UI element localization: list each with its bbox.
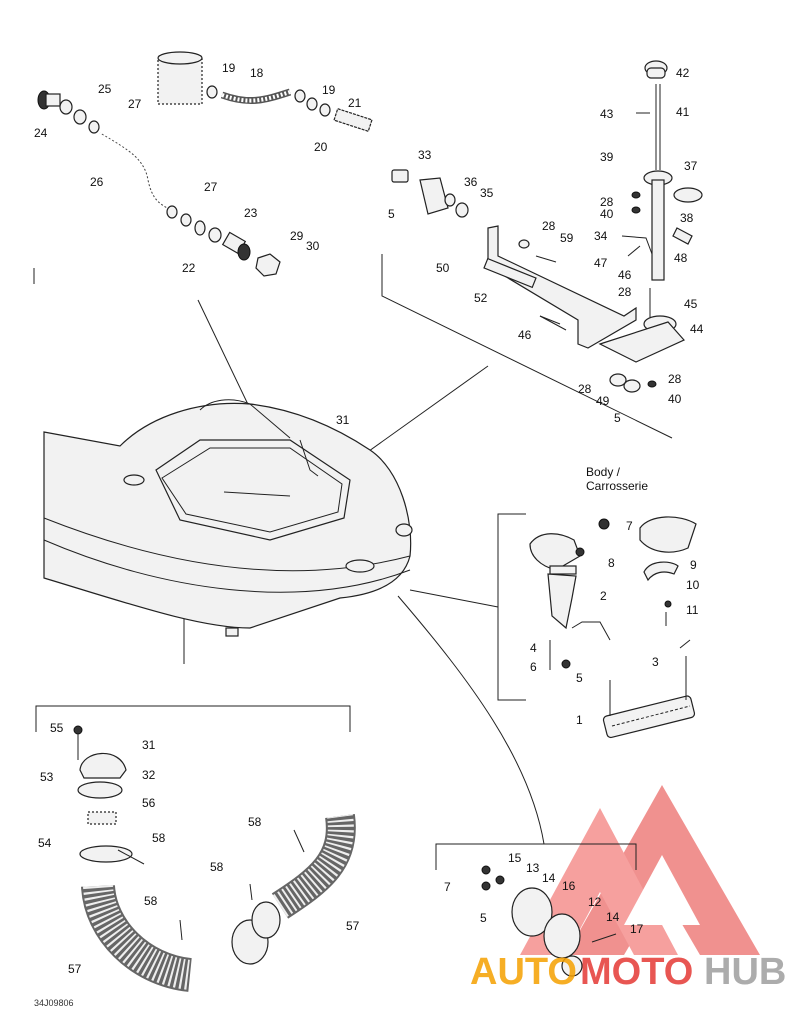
callout-28: 28 [668, 372, 682, 386]
callout-11: 11 [686, 603, 699, 617]
callout-5: 5 [614, 411, 621, 425]
callout-58: 58 [210, 860, 224, 874]
leader-lines [33, 254, 673, 870]
callout-29: 29 [290, 229, 304, 243]
body-heading-line2: Carrosserie [586, 479, 648, 493]
callout-13: 13 [526, 861, 540, 875]
callout-36: 36 [464, 175, 478, 189]
callout-30: 30 [306, 239, 320, 253]
callout-10: 10 [686, 578, 700, 592]
callout-16: 16 [562, 879, 576, 893]
callout-5: 5 [388, 207, 395, 221]
vent-hose-assembly [73, 725, 356, 992]
callout-9: 9 [690, 558, 697, 572]
callout-47: 47 [594, 256, 608, 270]
callout-46: 46 [518, 328, 532, 342]
callout-34: 34 [594, 229, 608, 243]
body-grab-handle-assembly [529, 516, 697, 739]
callout-44: 44 [690, 322, 704, 336]
callout-52: 52 [474, 291, 488, 305]
callout-31: 31 [142, 738, 156, 752]
watermark-text: AUTO MOTO HUB [470, 951, 786, 993]
watermark-auto: AUTO [470, 951, 577, 993]
callout-28: 28 [542, 219, 556, 233]
callout-27: 27 [128, 97, 142, 111]
callout-32: 32 [142, 768, 156, 782]
callout-38: 38 [680, 211, 694, 225]
watermark-moto: MOTO [580, 951, 693, 993]
callout-49: 49 [596, 394, 610, 408]
callout-5: 5 [480, 911, 487, 925]
callout-14: 14 [606, 910, 620, 924]
callout-58: 58 [152, 831, 166, 845]
callout-45: 45 [684, 297, 698, 311]
callout-2: 2 [600, 589, 607, 603]
callout-27: 27 [204, 180, 218, 194]
callout-7: 7 [626, 519, 633, 533]
body-heading-line1: Body / [586, 465, 621, 479]
watermark-hub: HUB [704, 951, 786, 993]
callout-24: 24 [34, 126, 48, 140]
callout-54: 54 [38, 836, 52, 850]
steering-bracket-assembly [391, 60, 703, 393]
callout-28: 28 [618, 285, 632, 299]
callout-28: 28 [600, 195, 614, 209]
callout-57: 57 [68, 962, 82, 976]
callout-28: 28 [578, 382, 592, 396]
callout-53: 53 [40, 770, 54, 784]
inlet-grate-assembly [481, 865, 617, 977]
callout-labels: 25 24 27 26 19 18 19 21 20 27 23 22 29 3… [34, 61, 704, 1008]
callout-21: 21 [348, 96, 362, 110]
callout-20: 20 [314, 140, 328, 154]
callout-25: 25 [98, 82, 112, 96]
callout-26: 26 [90, 175, 104, 189]
callout-23: 23 [244, 206, 258, 220]
callout-19: 19 [322, 83, 336, 97]
callout-40: 40 [600, 207, 614, 221]
callout-8: 8 [608, 556, 615, 570]
callout-1: 1 [576, 713, 583, 727]
callout-50: 50 [436, 261, 450, 275]
callout-56: 56 [142, 796, 156, 810]
callout-41: 41 [676, 105, 690, 119]
callout-31: 31 [336, 413, 350, 427]
callout-58: 58 [248, 815, 262, 829]
callout-48: 48 [674, 251, 688, 265]
callout-5: 5 [576, 671, 583, 685]
callout-22: 22 [182, 261, 196, 275]
callout-18: 18 [250, 66, 264, 80]
callout-39: 39 [600, 150, 614, 164]
callout-33: 33 [418, 148, 432, 162]
callout-4: 4 [530, 641, 537, 655]
callout-7: 7 [444, 880, 451, 894]
callout-42: 42 [676, 66, 690, 80]
callout-59: 59 [560, 231, 574, 245]
watercraft-hull [43, 399, 413, 637]
callout-19: 19 [222, 61, 236, 75]
callout-37: 37 [684, 159, 698, 173]
callout-3: 3 [652, 655, 659, 669]
callout-6: 6 [530, 660, 537, 674]
callout-58: 58 [144, 894, 158, 908]
callout-14: 14 [542, 871, 556, 885]
callout-55: 55 [50, 721, 64, 735]
callout-57: 57 [346, 919, 360, 933]
callout-46: 46 [618, 268, 632, 282]
callout-43: 43 [600, 107, 614, 121]
callout-15: 15 [508, 851, 522, 865]
callout-40: 40 [668, 392, 682, 406]
callout-17: 17 [630, 922, 644, 936]
callout-12: 12 [588, 895, 602, 909]
water-hose-assembly [37, 51, 373, 277]
callout-35: 35 [480, 186, 494, 200]
drawing-code: 34J09806 [34, 998, 74, 1008]
